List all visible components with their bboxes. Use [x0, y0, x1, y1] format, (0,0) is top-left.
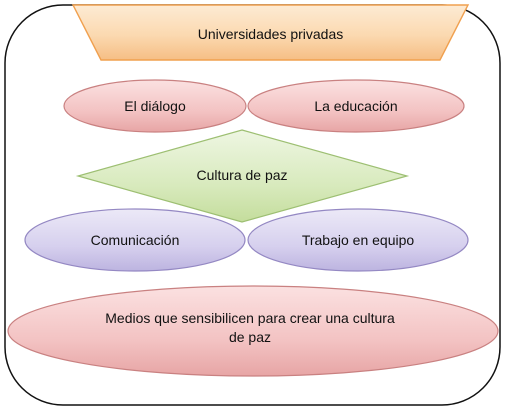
footer-label-line1: Medios que sensibilicen para crear una c…	[105, 310, 395, 326]
practice-label-trabajo: Trabajo en equipo	[301, 231, 415, 248]
practice-ellipse-trabajo	[247, 208, 469, 272]
footer-ellipse	[7, 285, 499, 377]
value-label-educacion: La educación	[314, 97, 398, 114]
header-label: Universidades privadas	[197, 25, 344, 42]
center-label: Cultura de paz	[196, 166, 288, 183]
header-shape	[71, 4, 470, 61]
center-diamond	[75, 129, 410, 223]
value-ellipse-dialogo	[63, 79, 247, 133]
value-label-dialogo: El diálogo	[124, 97, 186, 114]
footer-label-line2: de paz	[228, 329, 272, 345]
value-ellipse-educacion	[247, 79, 465, 133]
footer-label: Medios que sensibilicen para crear una c…	[40, 308, 460, 348]
practice-ellipse-comunicacion	[24, 208, 246, 272]
practice-label-comunicacion: Comunicación	[90, 231, 180, 248]
